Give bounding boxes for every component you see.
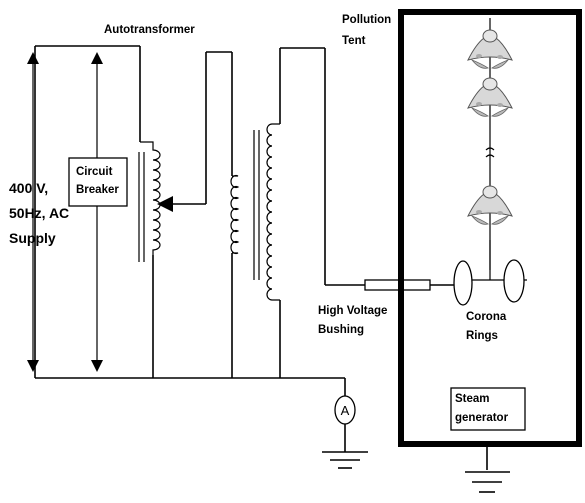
- steam-label-line-1: Steam: [455, 393, 490, 405]
- breaker-label-line-2: Breaker: [76, 184, 119, 196]
- corona-label-line-1: Corona: [466, 311, 507, 323]
- supply-label-line-1: 400 V,: [9, 180, 48, 196]
- supply-label-line-2: 50Hz, AC: [9, 205, 69, 221]
- corona-ring-right: [503, 259, 525, 303]
- circuit-breaker-box: [68, 157, 128, 207]
- bushing-label-line-1: High Voltage: [318, 305, 387, 317]
- autotransformer-coil: [140, 141, 161, 255]
- autotransformer-label: Autotransformer: [104, 24, 195, 36]
- corona-ring-left: [453, 260, 473, 306]
- break-mark: [485, 147, 495, 158]
- primary-coil: [230, 174, 240, 255]
- corona-label-line-2: Rings: [466, 330, 498, 342]
- breaker-label-line-1: Circuit: [76, 166, 113, 178]
- ground-symbol-left: [322, 451, 368, 469]
- high-voltage-bushing: [364, 279, 431, 291]
- ammeter-label: A: [341, 403, 350, 418]
- steam-label-line-2: generator: [455, 412, 509, 424]
- tent-label: Tent: [342, 35, 366, 47]
- pollution-label: Pollution: [342, 14, 391, 26]
- supply-label-line-3: Supply: [9, 230, 56, 246]
- pollution-tent: [398, 9, 582, 447]
- steam-generator-box: [450, 387, 526, 431]
- ground-symbol-right: [465, 471, 510, 493]
- bushing-label-line-2: Bushing: [318, 324, 364, 336]
- secondary-coil: [266, 123, 280, 301]
